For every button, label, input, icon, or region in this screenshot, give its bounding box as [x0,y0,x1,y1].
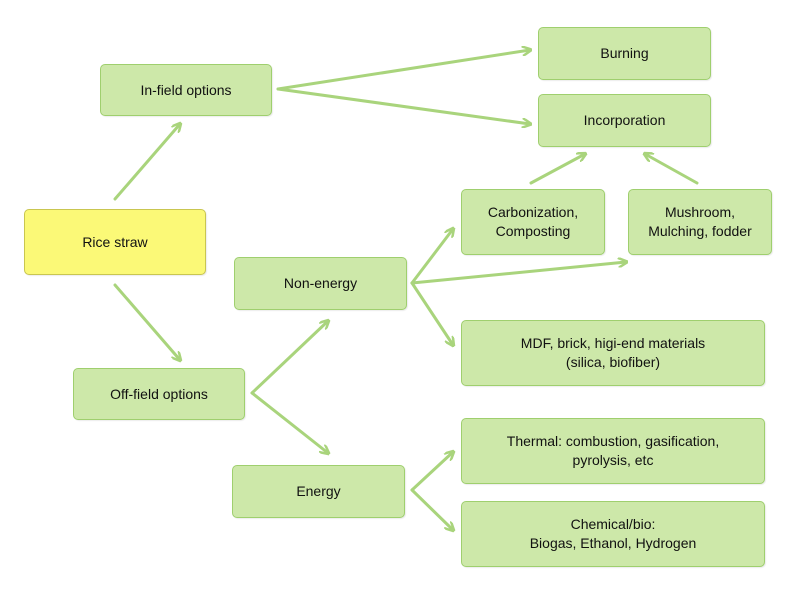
arrow-rice-straw-to-off-field [113,283,180,360]
arrow-mushroom-to-incorporation [645,154,699,185]
node-chemical-line-1: Chemical/bio: [570,516,656,532]
node-non-energy: Non-energy [234,257,407,310]
node-rice-straw: Rice straw [24,209,206,275]
arrow-in-field-to-burning [276,50,530,91]
arrow-carbonization-to-incorporation [529,154,585,185]
node-carbonization-composting: Carbonization, Composting [461,189,605,255]
arrow-off-field-to-non-energy [250,321,328,395]
node-mushroom-mulching-fodder: Mushroom, Mulching, fodder [628,189,772,255]
node-chemical-bio: Chemical/bio: Biogas, Ethanol, Hydrogen [461,501,765,567]
node-chemical-line-2: Biogas, Ethanol, Hydrogen [529,535,697,551]
node-mdf-brick-materials: MDF, brick, higi-end materials (silica, … [461,320,765,386]
node-carbonization-line-2: Composting [495,223,571,239]
node-energy-line-1: Energy [296,483,341,499]
arrow-energy-to-chemical [410,488,453,530]
node-in-field-options: In-field options [100,64,272,116]
node-thermal-line-2: pyrolysis, etc [572,452,654,468]
arrow-rice-straw-to-in-field [113,124,180,201]
node-mdf-line-2: (silica, biofiber) [565,354,661,370]
arrow-non-energy-to-mushroom [410,262,626,285]
node-non-energy-line-1: Non-energy [283,275,358,291]
arrow-non-energy-to-mdf [410,281,453,345]
node-off-field-options-line-1: Off-field options [110,385,208,402]
node-energy: Energy [232,465,405,518]
node-carbonization-line-1: Carbonization, [487,204,579,220]
node-off-field-options: Off-field options [73,368,245,420]
node-thermal: Thermal: combustion, gasification, pyrol… [461,418,765,484]
arrow-off-field-to-energy [250,391,328,453]
node-burning-line-1: Burning [600,45,649,61]
node-incorporation-line-1: Incorporation [583,112,666,128]
node-burning: Burning [538,27,711,80]
node-thermal-line-1: Thermal: combustion, gasification, [506,433,720,449]
node-in-field-options-line-1: In-field options [140,81,232,98]
arrow-non-energy-to-carbonization [410,229,453,285]
node-mdf-line-1: MDF, brick, higi-end materials [520,335,706,351]
node-mushroom-line-2: Mulching, fodder [648,223,752,239]
node-incorporation: Incorporation [538,94,711,147]
node-rice-straw-line-1: Rice straw [82,233,148,250]
arrow-in-field-to-incorporation [276,87,530,124]
arrow-energy-to-thermal [410,452,453,492]
node-mushroom-line-1: Mushroom, [664,204,735,220]
